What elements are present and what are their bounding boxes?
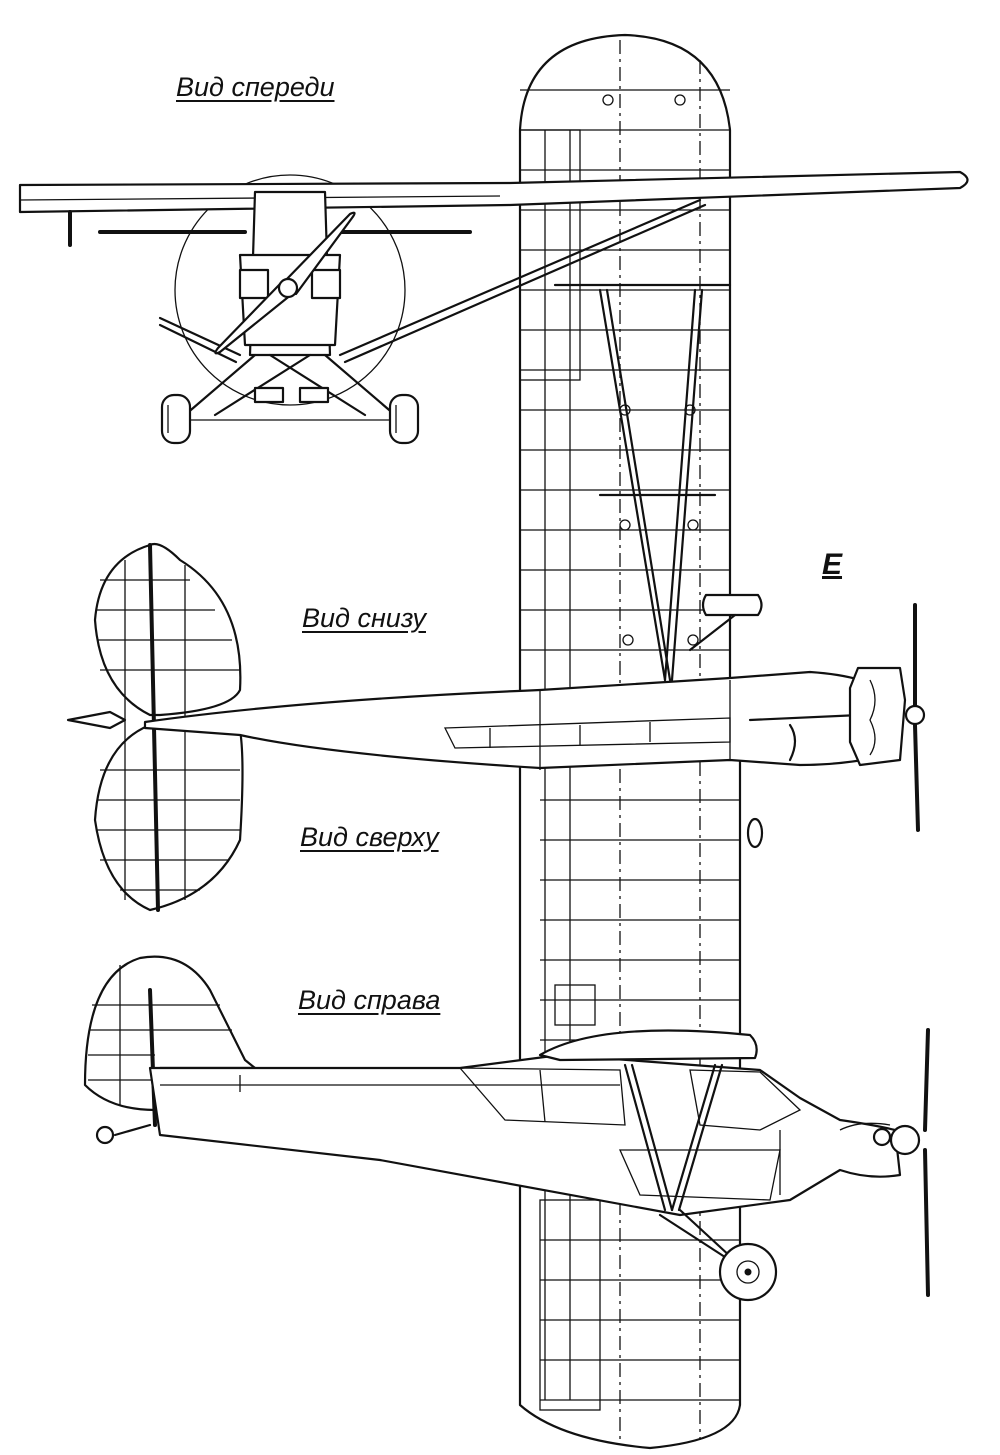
section-mark: E [822, 548, 843, 581]
front-view-label: Вид спереди [176, 72, 335, 102]
right-view-label: Вид справа [298, 985, 441, 1015]
fuselage-bottom-view [66, 542, 926, 912]
front-view [18, 170, 969, 421]
wheel-icon [160, 393, 420, 445]
bottom-view-label: Вид снизу [302, 603, 426, 633]
fuselage-right-view [83, 955, 930, 1297]
wheel-icon [718, 1242, 778, 1302]
top-view-label: Вид сверху [300, 822, 439, 852]
propeller-icon [214, 211, 356, 355]
